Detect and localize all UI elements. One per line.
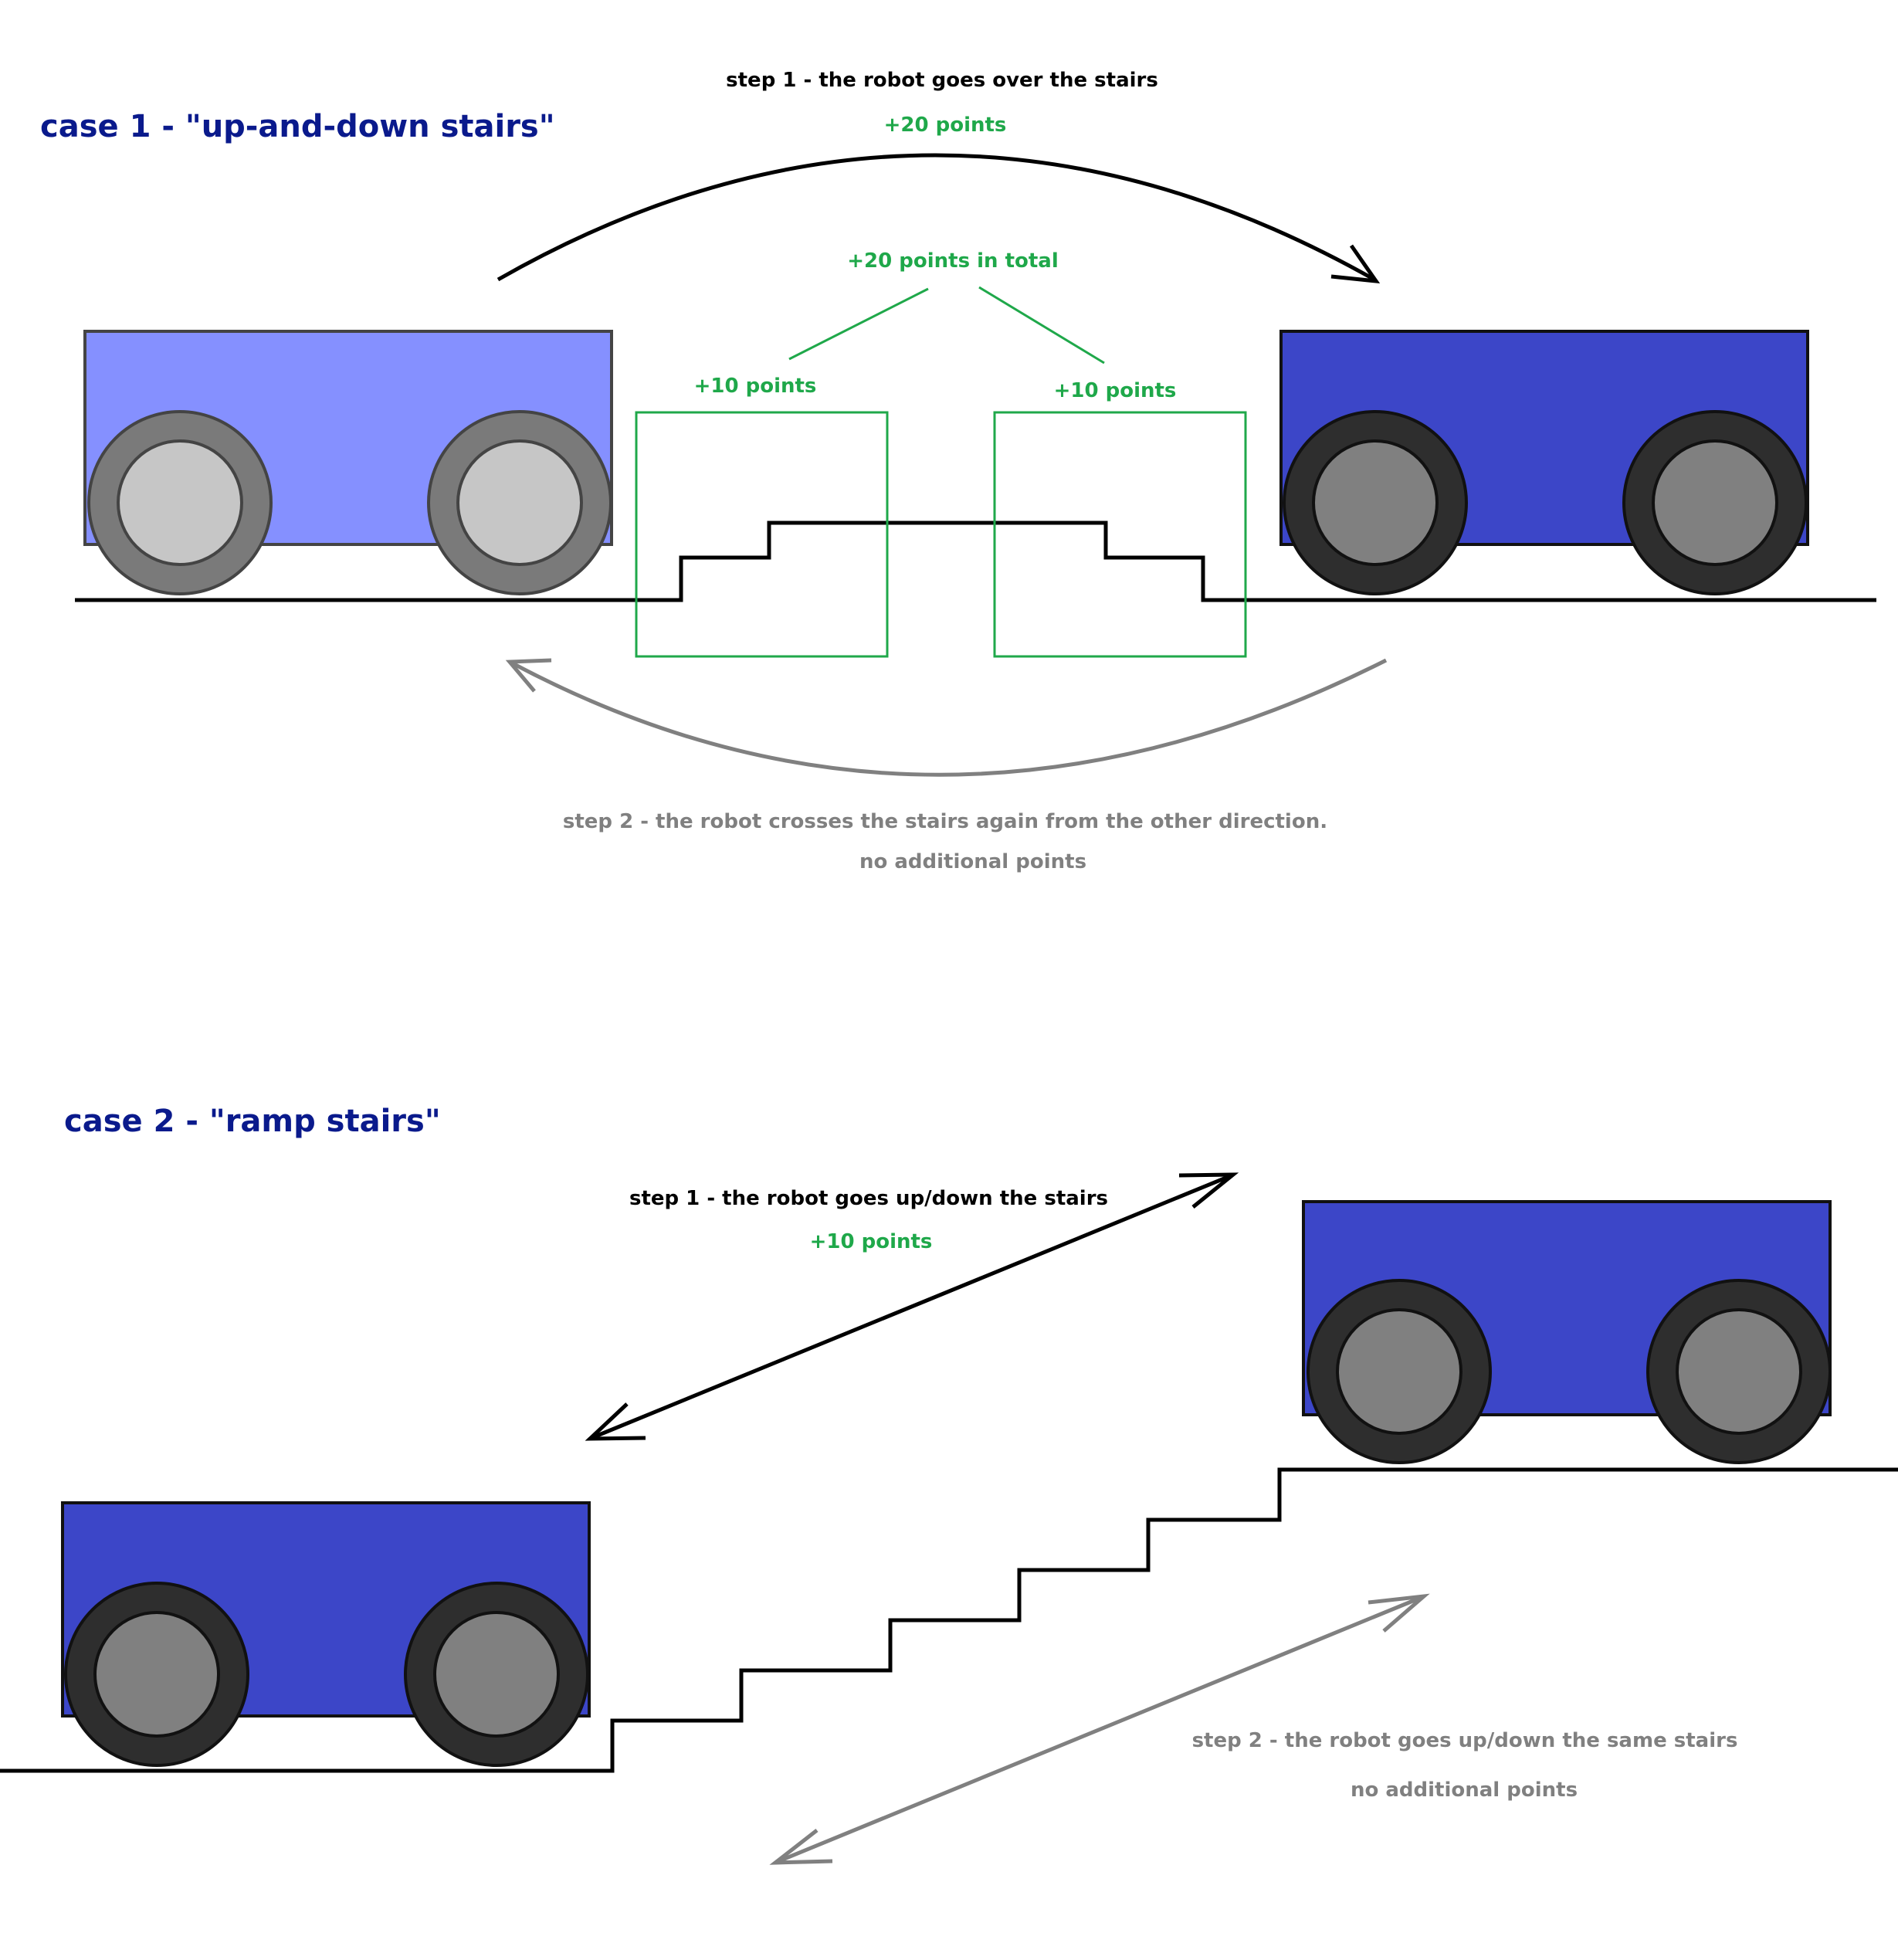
case2-step1-points: +10 points <box>810 1230 933 1253</box>
case2-step1-label: step 1 - the robot goes up/down the stai… <box>629 1187 1108 1210</box>
case1-title: case 1 - "up-and-down stairs" <box>40 109 555 144</box>
case1-left-highlight-box <box>635 411 889 658</box>
case1-robot-right <box>1279 330 1809 595</box>
robot-wheel <box>1283 410 1468 595</box>
case1-ground-stairs <box>75 521 1876 602</box>
case2-section: case 2 - "ramp stairs" step 1 - the robo… <box>0 1104 1898 1865</box>
robot-wheel <box>1307 1279 1492 1464</box>
robot-wheel <box>64 1582 249 1767</box>
robot-wheel <box>1622 410 1808 595</box>
case1-step2-arrow-head <box>505 658 552 693</box>
case2-step2-points: no additional points <box>1351 1779 1578 1802</box>
case1-step2-arrow <box>510 658 1388 777</box>
case2-title: case 2 - "ramp stairs" <box>64 1104 441 1139</box>
case1-step1-points: +20 points <box>884 114 1007 137</box>
case1-total-branch-left <box>788 287 929 361</box>
case1-total-points: +20 points in total <box>847 249 1059 273</box>
case2-step2-label: step 2 - the robot goes up/down the same… <box>1192 1729 1738 1752</box>
case1-right-highlight-box <box>993 411 1247 658</box>
case1-step1-arrow <box>497 153 1376 282</box>
case1-step2-points: no additional points <box>859 850 1086 873</box>
robot-wheel <box>1646 1279 1832 1464</box>
case2-step1-arrow-head-bottom <box>585 1402 646 1441</box>
case1-section: case 1 - "up-and-down stairs" step 1 - t… <box>40 69 1876 873</box>
robot-wheel <box>404 1582 589 1767</box>
case1-robot-left <box>83 330 613 595</box>
case1-step1-label: step 1 - the robot goes over the stairs <box>726 69 1158 92</box>
case1-left-points: +10 points <box>694 375 817 398</box>
robot-wheel <box>87 410 273 595</box>
case2-step2-arrow <box>776 1595 1423 1864</box>
case1-total-branch-right <box>978 286 1105 365</box>
case2-step2-arrow-head-top <box>1368 1593 1430 1633</box>
case1-step1-arrow-head <box>1330 244 1381 284</box>
case1-right-points: +10 points <box>1054 379 1177 402</box>
robot-wheel <box>427 410 612 595</box>
case2-step1-arrow <box>591 1173 1232 1440</box>
case2-step1-arrow-head-top <box>1178 1172 1239 1209</box>
case2-ground-stairs <box>0 1467 1898 1773</box>
case2-robot-bottom <box>61 1501 591 1767</box>
case2-step2-arrow-head-bottom <box>769 1829 833 1865</box>
case2-robot-top <box>1302 1200 1832 1464</box>
case1-step2-label: step 2 - the robot crosses the stairs ag… <box>563 810 1327 833</box>
